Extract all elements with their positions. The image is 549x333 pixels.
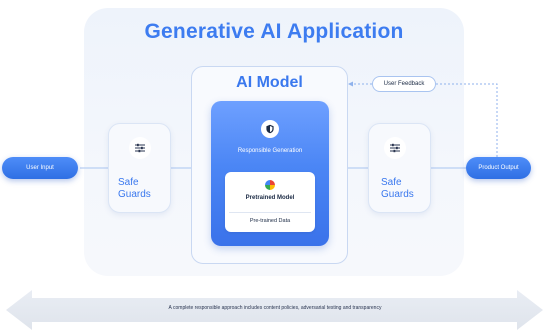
- safeguards-left-line2: Guards: [118, 189, 151, 200]
- shield-icon: [261, 120, 279, 138]
- safeguards-right-card: [368, 123, 431, 213]
- safeguards-right-label: Safe Guards: [381, 177, 431, 201]
- pretrained-data-label: Pre-trained Data: [249, 218, 291, 224]
- ai-model-title: AI Model: [236, 74, 303, 91]
- pretrained-model-label: Pretrained Model: [245, 195, 295, 201]
- responsible-generation-label: Responsible Generation: [237, 148, 303, 154]
- sliders-icon: [129, 137, 151, 159]
- page-title: Generative AI Application: [144, 20, 404, 43]
- safeguards-left-label: Safe Guards: [118, 177, 168, 201]
- product-output-pill: Product Output: [466, 157, 531, 179]
- google-gemini-icon: [265, 180, 275, 190]
- safeguards-right-line2: Guards: [381, 189, 414, 200]
- safeguards-right-line1: Safe: [381, 177, 402, 188]
- user-feedback-pill: User Feedback: [372, 76, 436, 92]
- bottom-note: A complete responsible approach includes…: [168, 305, 382, 311]
- sliders-icon: [384, 137, 406, 159]
- user-input-pill: User Input: [2, 157, 78, 179]
- safeguards-left-line1: Safe: [118, 177, 139, 188]
- feedback-arrowhead: [348, 81, 353, 87]
- divider: [229, 212, 311, 213]
- feedback-loop: [436, 83, 498, 157]
